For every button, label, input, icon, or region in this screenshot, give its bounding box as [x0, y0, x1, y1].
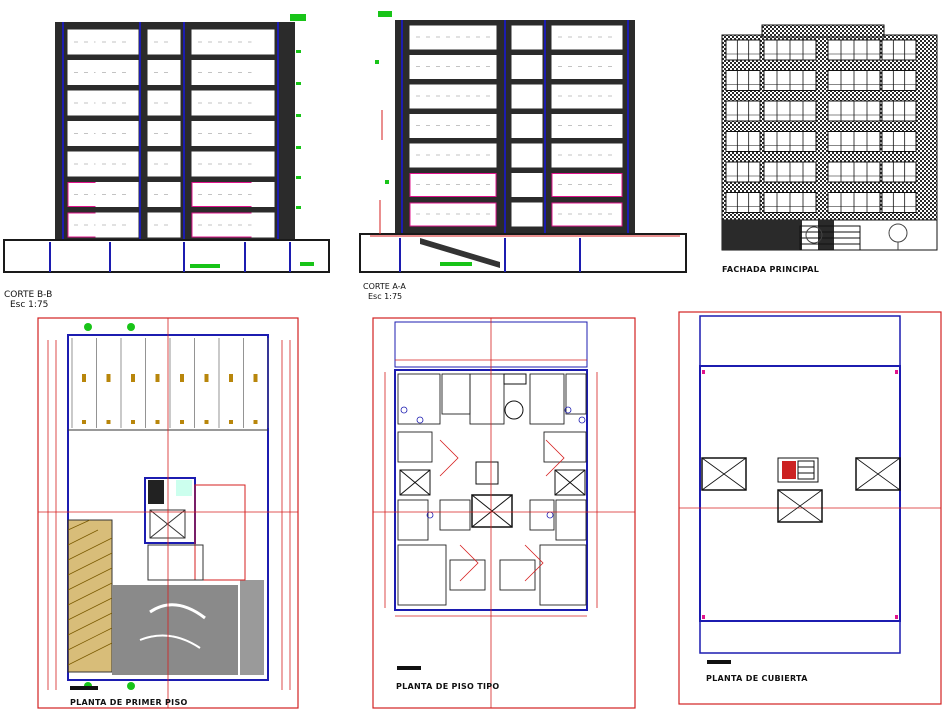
first-floor-title: PLANTA DE PRIMER PISO: [70, 698, 188, 707]
section-bb-scale: Esc 1:75: [10, 300, 49, 310]
section-bb-title: CORTE B-B: [4, 290, 53, 300]
roof-title: PLANTA DE CUBIERTA: [706, 674, 808, 683]
section-aa-scale: Esc 1:75: [368, 292, 403, 301]
facade-drawing: [721, 24, 938, 251]
typical-floor-title: PLANTA DE PISO TIPO: [396, 682, 500, 691]
first-floor-plan: [37, 317, 299, 709]
typical-floor-plan: [372, 317, 636, 709]
facade-title: FACHADA PRINCIPAL: [722, 265, 820, 274]
roof-plan: [678, 311, 942, 705]
section-bb-drawing: [3, 14, 330, 273]
section-aa-title: CORTE A-A: [363, 282, 406, 291]
section-aa-drawing: [359, 11, 687, 273]
